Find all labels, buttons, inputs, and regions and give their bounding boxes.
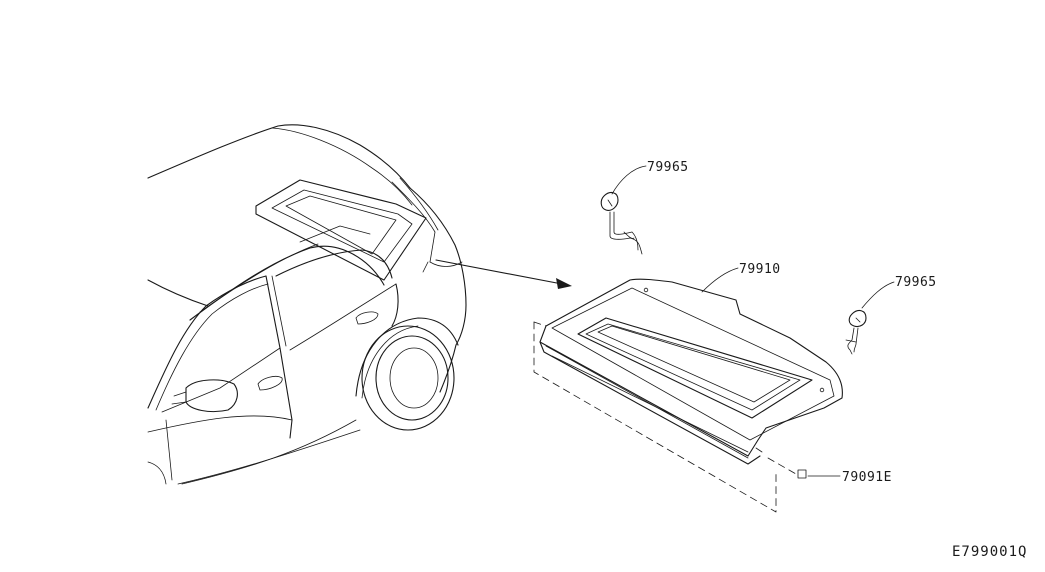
reference-arrow: [435, 259, 572, 289]
installation-outline: [533, 321, 797, 513]
part-label-79965-upper: 79965: [647, 160, 689, 175]
drawing-code: E799001Q: [952, 544, 1027, 560]
vehicle-rear-view: [147, 124, 467, 485]
part-label-79091e: 79091E: [842, 470, 892, 485]
clip-79091e: [797, 469, 841, 479]
part-label-79910: 79910: [739, 262, 781, 277]
parcel-shelf: [539, 278, 843, 465]
strap-79965-right: [845, 281, 895, 355]
strap-79965-upper: [600, 165, 647, 255]
leader-79910: [701, 267, 739, 293]
part-label-79965-right: 79965: [895, 275, 937, 290]
